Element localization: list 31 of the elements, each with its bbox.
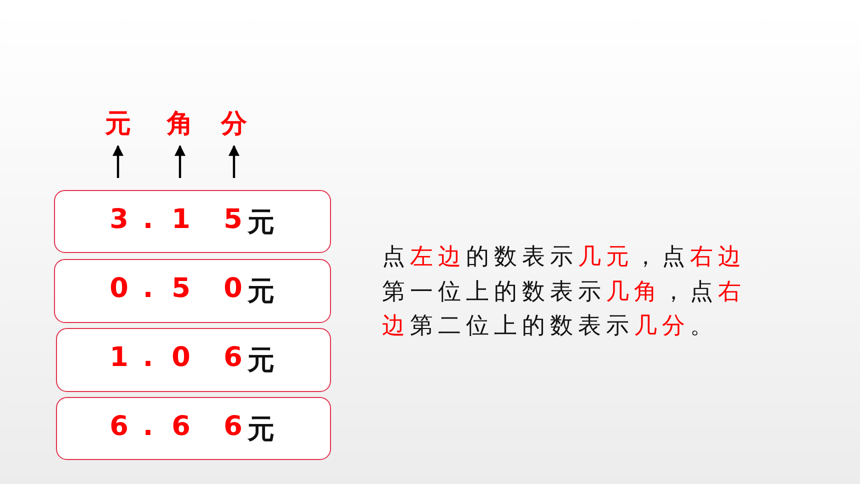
digit: 6 — [224, 342, 242, 373]
unit-label: 元 — [98, 107, 138, 141]
amount-card — [54, 190, 331, 253]
unit-label: 角 — [160, 107, 200, 141]
amount-card — [56, 328, 331, 392]
digit: 1 — [172, 204, 190, 235]
unit-text: 元 — [248, 344, 274, 378]
explanation-text: 点左边的数表示几元，点右边第一位上的数表示几角，点右边第二位上的数表示几分。 — [382, 243, 747, 341]
decimal-point: . — [142, 204, 154, 235]
digit: 6 — [224, 411, 242, 442]
decimal-point: . — [142, 411, 154, 442]
unit-label: 分 — [214, 107, 254, 141]
amount-card — [54, 259, 331, 323]
digit: 0 — [110, 273, 128, 304]
digit: 0 — [224, 273, 242, 304]
digit: 1 — [110, 342, 128, 373]
arrow — [112, 144, 124, 178]
digit: 6 — [110, 411, 128, 442]
decimal-point: . — [142, 273, 154, 304]
arrow — [228, 144, 240, 178]
decimal-point: . — [142, 342, 154, 373]
digit: 3 — [110, 204, 128, 235]
amount-card — [56, 397, 331, 460]
arrow — [174, 144, 186, 178]
digit: 0 — [172, 342, 190, 373]
unit-text: 元 — [248, 413, 274, 447]
digit: 6 — [172, 411, 190, 442]
digit: 5 — [172, 273, 190, 304]
unit-text: 元 — [248, 275, 274, 309]
digit: 5 — [224, 204, 242, 235]
unit-text: 元 — [248, 206, 274, 240]
